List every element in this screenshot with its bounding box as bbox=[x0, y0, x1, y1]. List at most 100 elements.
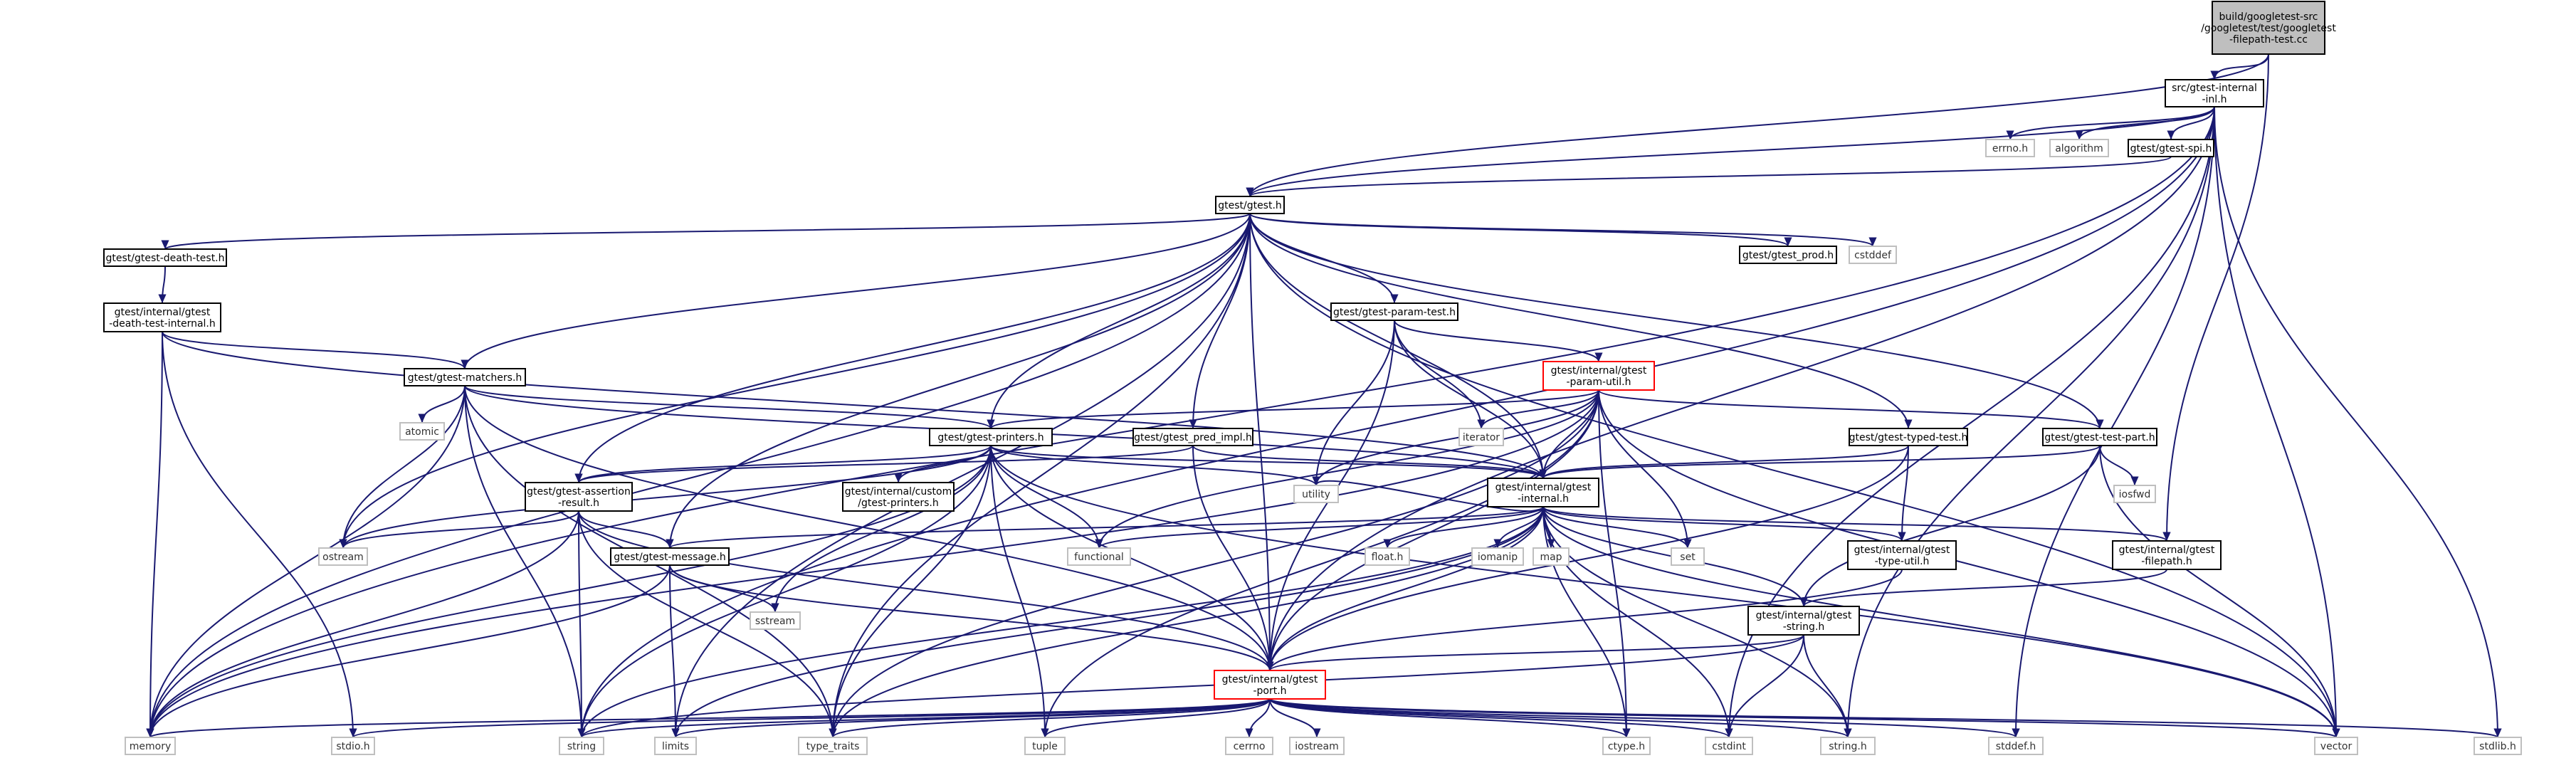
node-label: -internal.h bbox=[1518, 493, 1569, 505]
edge-paramutil-to-typetraits bbox=[829, 389, 1599, 738]
edge-typedtest-to-internal bbox=[1539, 445, 1909, 479]
node-prod[interactable]: gtest/gtest_prod.h bbox=[1739, 246, 1837, 264]
edge-root-to-filepath bbox=[2162, 53, 2269, 542]
edge-matchers-to-string bbox=[464, 385, 586, 738]
node-assertion[interactable]: gtest/gtest-assertion-result.h bbox=[525, 482, 633, 512]
node-box bbox=[929, 428, 1053, 446]
edge-paramutil-to-internal bbox=[1539, 389, 1599, 479]
edge-matchers-to-ostream bbox=[339, 385, 466, 549]
node-port[interactable]: gtest/internal/gtest-port.h bbox=[1214, 670, 1326, 700]
node-predimpl[interactable]: gtest/gtest_pred_impl.h bbox=[1132, 428, 1253, 446]
node-label: sstream bbox=[755, 616, 795, 627]
edge-inl-to-gtest bbox=[1246, 106, 2215, 197]
node-label: -filepath.h bbox=[2141, 556, 2192, 567]
edge-testpart-to-vector bbox=[2099, 445, 2340, 738]
edge-port-to-stdioh bbox=[349, 698, 1271, 738]
edge-port-to-stdlibh bbox=[1269, 698, 2501, 738]
node-label: gtest/internal/gtest bbox=[1551, 365, 1647, 377]
edge-matchers-to-memory bbox=[146, 385, 466, 738]
node-customprinters[interactable]: gtest/internal/custom/gtest-printers.h bbox=[842, 482, 955, 512]
edge-printers-to-string bbox=[577, 445, 992, 738]
node-root[interactable]: build/googletest-src/googletest/test/goo… bbox=[2201, 1, 2336, 55]
edge-gtest-to-predimpl bbox=[1189, 213, 1251, 429]
node-label: -string.h bbox=[1783, 621, 1825, 633]
node-typedtest[interactable]: gtest/gtest-typed-test.h bbox=[1849, 428, 1968, 446]
node-box bbox=[331, 737, 375, 755]
node-dtinternal[interactable]: gtest/internal/gtest-death-test-internal… bbox=[103, 302, 221, 332]
node-label: -port.h bbox=[1253, 685, 1286, 697]
node-box bbox=[1847, 540, 1957, 570]
node-gtest[interactable]: gtest/gtest.h bbox=[1215, 196, 1285, 214]
node-printers[interactable]: gtest/gtest-printers.h bbox=[929, 428, 1053, 446]
node-box bbox=[798, 737, 868, 755]
node-label: gtest/gtest-test-part.h bbox=[2044, 432, 2155, 443]
node-box bbox=[1487, 478, 1599, 507]
node-limits: limits bbox=[654, 737, 697, 755]
node-box bbox=[1289, 737, 1345, 755]
edge-paramtest-to-utility bbox=[1312, 320, 1395, 486]
edge-gtest-to-memory bbox=[146, 213, 1251, 738]
edge-paramutil-to-testpart bbox=[1598, 389, 2104, 429]
node-matchers[interactable]: gtest/gtest-matchers.h bbox=[404, 368, 526, 386]
edge-testpart-to-internal bbox=[1539, 445, 2101, 479]
node-label: gtest/internal/gtest bbox=[1495, 482, 1592, 493]
edge-message-to-memory bbox=[146, 564, 671, 738]
edge-assertion-to-memory bbox=[146, 510, 579, 738]
node-deathtest[interactable]: gtest/gtest-death-test.h bbox=[103, 248, 227, 267]
node-paramtest[interactable]: gtest/gtest-param-test.h bbox=[1330, 302, 1458, 321]
edge-port-to-memory bbox=[147, 698, 1271, 738]
node-label: -type-util.h bbox=[1875, 556, 1930, 567]
node-message[interactable]: gtest/gtest-message.h bbox=[610, 547, 730, 566]
node-label: gtest/internal/gtest bbox=[115, 307, 211, 318]
node-box bbox=[1225, 737, 1273, 755]
node-label: limits bbox=[662, 741, 689, 752]
node-label: set bbox=[1680, 552, 1696, 563]
edge-assertion-to-string bbox=[577, 510, 586, 738]
edge-gtest-to-limits bbox=[671, 213, 1251, 738]
node-spi[interactable]: gtest/gtest-spi.h bbox=[2128, 139, 2214, 157]
edge-assertion-to-ostream bbox=[339, 510, 579, 549]
edge-inl-to-stdlibh bbox=[2214, 106, 2502, 738]
node-label: functional bbox=[1074, 552, 1124, 563]
node-box bbox=[103, 248, 227, 267]
edge-paramutil-to-set bbox=[1598, 389, 1692, 549]
edge-port-to-typetraits bbox=[829, 698, 1271, 738]
node-label: stdio.h bbox=[336, 741, 369, 752]
edge-inl-to-port bbox=[1266, 106, 2215, 671]
edge-internal-to-functional bbox=[1095, 506, 1544, 549]
node-label: cerrno bbox=[1234, 741, 1266, 752]
edge-matchers-to-port bbox=[464, 385, 1274, 671]
node-box bbox=[1542, 361, 1655, 391]
edge-printers-to-ostream bbox=[339, 445, 992, 549]
node-typeutil[interactable]: gtest/internal/gtest-type-util.h bbox=[1847, 540, 1957, 570]
edge-assertion-to-message bbox=[578, 510, 674, 549]
node-gstring[interactable]: gtest/internal/gtest-string.h bbox=[1747, 606, 1860, 636]
node-box bbox=[1293, 485, 1339, 503]
edge-typedtest-to-typeutil bbox=[1898, 445, 1909, 542]
node-label: cstdint bbox=[1712, 741, 1746, 752]
edge-typeutil-to-port bbox=[1266, 569, 1903, 671]
edge-inl-to-memory bbox=[146, 106, 2215, 738]
node-box bbox=[1988, 737, 2044, 755]
node-label: -inl.h bbox=[2202, 94, 2227, 105]
node-errno: errno.h bbox=[1985, 139, 2035, 157]
edge-printers-to-typetraits bbox=[829, 445, 992, 738]
edge-internal-to-message bbox=[666, 506, 1544, 549]
node-paramutil[interactable]: gtest/internal/gtest-param-util.h bbox=[1542, 361, 1655, 391]
edge-port-to-cerrno bbox=[1245, 698, 1271, 738]
node-internal[interactable]: gtest/internal/gtest-internal.h bbox=[1487, 478, 1599, 507]
node-label: iomanip bbox=[1478, 552, 1518, 563]
node-inl[interactable]: src/gtest-internal-inl.h bbox=[2165, 79, 2264, 107]
node-box bbox=[610, 547, 730, 566]
node-box bbox=[1820, 737, 1876, 755]
node-testpart[interactable]: gtest/gtest-test-part.h bbox=[2042, 428, 2157, 446]
node-box bbox=[1705, 737, 1753, 755]
node-filepath[interactable]: gtest/internal/gtest-filepath.h bbox=[2112, 540, 2222, 570]
node-label: tuple bbox=[1032, 741, 1058, 752]
edge-message-to-port bbox=[669, 564, 1274, 671]
node-typetraits: type_traits bbox=[798, 737, 868, 755]
edge-spi-to-gtest bbox=[1246, 156, 2172, 197]
node-label: string bbox=[567, 741, 596, 752]
node-box bbox=[2212, 1, 2325, 55]
node-label: string.h bbox=[1829, 741, 1867, 752]
